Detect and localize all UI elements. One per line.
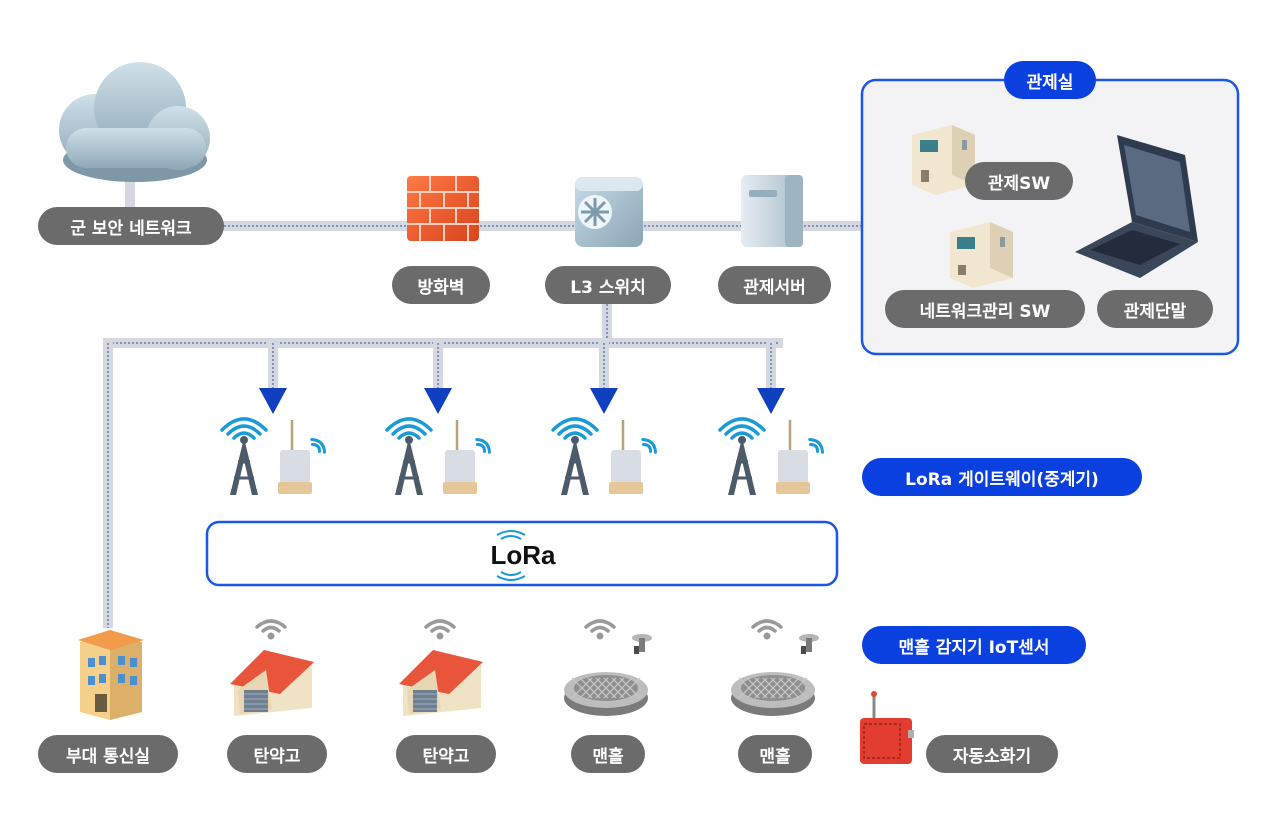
manhole-label: 맨홀 bbox=[571, 735, 645, 773]
ammo-depot-label: 탄약고 bbox=[227, 735, 327, 773]
lora-gateway-icon bbox=[385, 417, 491, 495]
control-room-title: 관제실 bbox=[1004, 61, 1096, 99]
backbone-line bbox=[125, 180, 862, 231]
ammo-depot-icon bbox=[399, 619, 483, 716]
lora-logo-waves-icon bbox=[496, 530, 526, 581]
control-sw-label: 관제SW bbox=[965, 162, 1073, 200]
down-arrows bbox=[259, 388, 785, 414]
control-server-label: 관제서버 bbox=[718, 266, 831, 304]
sensor-sites bbox=[230, 619, 819, 716]
cloud-icon bbox=[59, 62, 210, 182]
lora-gateway-label: LoRa 게이트웨이(중계기) bbox=[862, 458, 1142, 496]
military-network-label: 군 보안 네트워크 bbox=[38, 207, 224, 245]
lora-gateway-icon bbox=[718, 417, 824, 495]
auto-extinguisher-label: 자동소화기 bbox=[926, 735, 1058, 773]
manhole-label: 맨홀 bbox=[738, 735, 812, 773]
firewall-icon bbox=[407, 176, 479, 241]
network-mgmt-sw-label: 네트워크관리 SW bbox=[885, 290, 1085, 328]
laptop-icon bbox=[1075, 135, 1198, 278]
arrow-down-icon bbox=[259, 388, 287, 414]
control-terminal-label: 관제단말 bbox=[1097, 290, 1213, 328]
lora-gateway-icon bbox=[220, 417, 326, 495]
lora-gateways bbox=[220, 417, 824, 495]
unit-comm-room-label: 부대 통신실 bbox=[38, 735, 178, 773]
l3-switch-label: L3 스위치 bbox=[545, 266, 671, 304]
arrow-down-icon bbox=[424, 388, 452, 414]
network-mgmt-sw-icon bbox=[950, 222, 1013, 288]
switch-icon bbox=[575, 177, 643, 247]
firewall-label: 방화벽 bbox=[392, 266, 490, 304]
arrow-down-icon bbox=[757, 388, 785, 414]
lora-logo: LoRa bbox=[491, 540, 557, 570]
fire-extinguisher-icon bbox=[860, 691, 914, 764]
arrow-down-icon bbox=[590, 388, 618, 414]
ammo-depot-label: 탄약고 bbox=[396, 735, 496, 773]
server-icon bbox=[741, 175, 803, 247]
lora-gateway-icon bbox=[551, 417, 657, 495]
manhole-sensor-label: 맨홀 감지기 IoT센서 bbox=[862, 626, 1086, 664]
ammo-depot-icon bbox=[230, 619, 314, 716]
building-icon bbox=[78, 630, 144, 720]
manhole-icon bbox=[731, 619, 819, 716]
gateway-distribution-line bbox=[103, 300, 783, 628]
control-sw-icon bbox=[912, 125, 975, 195]
manhole-icon bbox=[564, 619, 652, 716]
